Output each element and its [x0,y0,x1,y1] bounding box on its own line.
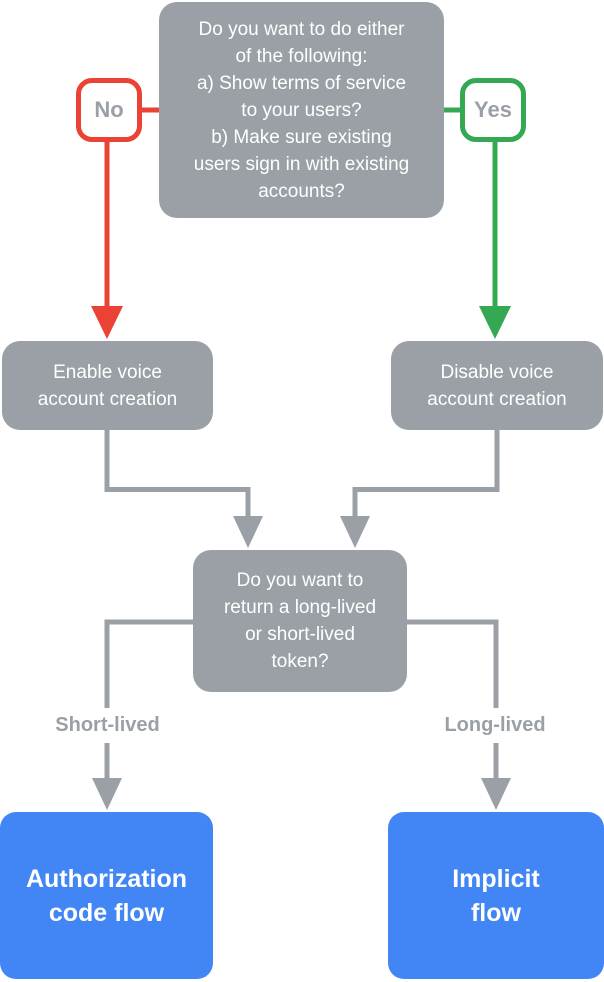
connector-short-lived-branch [104,619,194,780]
result-node-implicit-flow: Implicit flow [388,812,604,979]
gray-arrow-down-icon [233,516,263,548]
gray-arrow-down-icon [481,778,511,810]
result-node-authorization-code-flow: Authorization code flow [0,812,213,979]
connector-enable-to-token [104,430,251,518]
edge-label-long-lived: Long-lived [410,708,580,743]
edge-label-short-lived: Short-lived [23,708,192,743]
connector-disable-to-token [352,430,500,518]
no-branch-badge: No [76,78,142,142]
gray-arrow-down-icon [92,778,122,810]
gray-arrow-down-icon [340,516,370,548]
action-node-disable-voice-account-creation: Disable voice account creation [391,341,603,430]
connector-long-lived-branch [406,619,499,780]
yes-branch-badge: Yes [460,78,526,142]
green-arrow-down-icon [479,306,511,339]
action-node-enable-voice-account-creation: Enable voice account creation [2,341,213,430]
decision-node-token-lifetime: Do you want to return a long-lived or sh… [193,550,407,692]
red-arrow-down-icon [91,306,123,339]
decision-node-terms-of-service: Do you want to do either of the followin… [159,2,444,218]
